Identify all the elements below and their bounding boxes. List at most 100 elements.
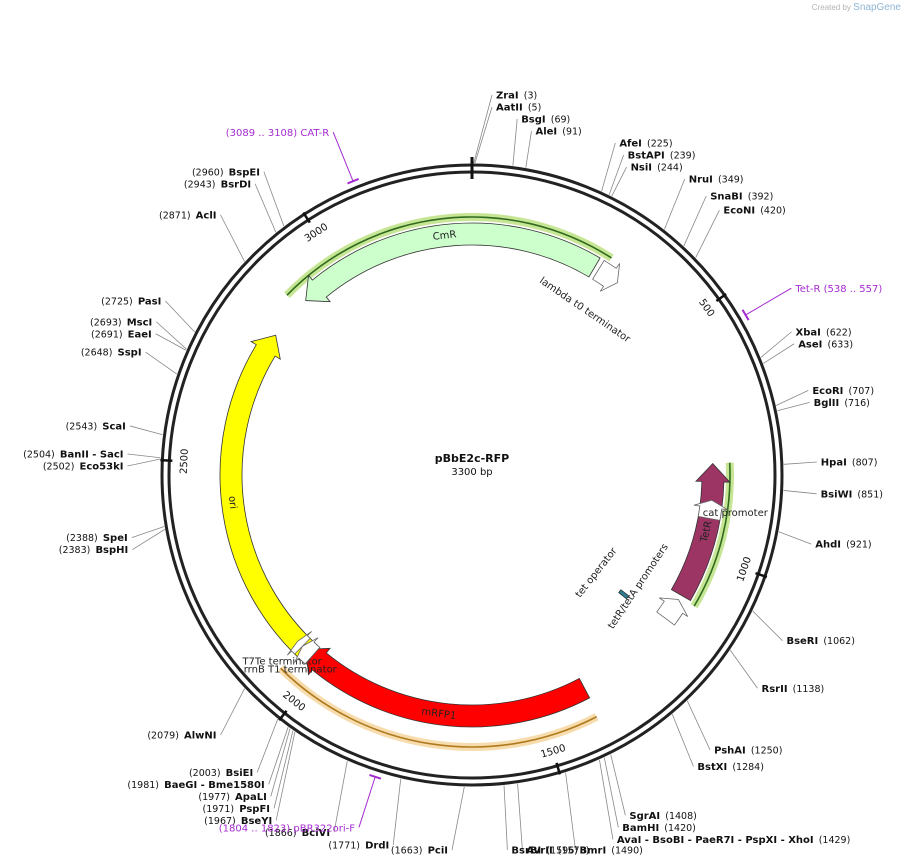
site-label: (2388) SpeI bbox=[66, 526, 128, 545]
site-eaei[interactable]: (2691) EaeI bbox=[91, 322, 187, 351]
site-bseri[interactable]: BseRI (1062) bbox=[752, 610, 855, 648]
site-label: NruI (349) bbox=[689, 168, 744, 187]
site-leader-line bbox=[268, 726, 289, 785]
site-leader-line bbox=[752, 610, 783, 641]
site-zrai[interactable]: ZraI (3) bbox=[473, 84, 537, 164]
tet-operator-label: tet operator bbox=[574, 545, 620, 600]
site-sspi[interactable]: (2648) SspI bbox=[81, 341, 178, 375]
site-label: BsiWI (851) bbox=[821, 482, 883, 501]
site-name: BsrBI bbox=[511, 846, 541, 857]
site-position: (244) bbox=[657, 163, 683, 174]
site-label: EcoNI (420) bbox=[723, 199, 785, 218]
primer-pbr322ori-f[interactable]: (1804 .. 1823) pBR322ori-F bbox=[219, 774, 382, 834]
site-bamhi[interactable]: BamHI (1420) bbox=[603, 757, 696, 835]
site-position: (1981) bbox=[127, 780, 159, 791]
site-position: (1771) bbox=[328, 840, 360, 851]
site-drdi[interactable]: (1771) DrdI bbox=[328, 778, 402, 853]
site-bsgi[interactable]: BsgI (69) bbox=[512, 108, 570, 166]
site-label: EcoRI (707) bbox=[812, 379, 874, 398]
site-alei[interactable]: AleI (91) bbox=[525, 120, 582, 168]
site-leader-line bbox=[273, 730, 294, 809]
site-bsiwi[interactable]: BsiWI (851) bbox=[783, 482, 883, 501]
site-bspei[interactable]: (2960) BspEI bbox=[192, 160, 285, 227]
site-name: AleI bbox=[535, 127, 557, 138]
site-bcivi[interactable]: (1866) BciVI bbox=[265, 760, 348, 840]
primer-tet-r[interactable]: Tet-R (538 .. 557) bbox=[741, 284, 883, 321]
site-msci[interactable]: (2693) MscI bbox=[90, 310, 187, 350]
site-label: ZraI (3) bbox=[496, 84, 537, 103]
site-apali[interactable]: (1977) ApaLI bbox=[198, 728, 291, 803]
site-afei[interactable]: AfeI (225) bbox=[601, 132, 673, 192]
site-snabi[interactable]: SnaBI (392) bbox=[683, 185, 773, 247]
site-pshai[interactable]: PshAI (1250) bbox=[686, 700, 782, 758]
site-banii-saci[interactable]: (2504) BanII - SacI bbox=[23, 443, 161, 462]
site-hpai[interactable]: HpaI (807) bbox=[783, 450, 878, 469]
site-bseyi[interactable]: (1967) BseYI bbox=[204, 731, 296, 828]
site-bstxi[interactable]: BstXI (1284) bbox=[671, 714, 764, 774]
site-aatii[interactable]: AatII (5) bbox=[474, 96, 541, 164]
site-bsrbi[interactable]: BsrBI (1596) bbox=[503, 785, 578, 857]
site-asei[interactable]: AseI (633) bbox=[763, 332, 853, 364]
site-label: NsiI (244) bbox=[631, 156, 683, 175]
site-position: (2079) bbox=[147, 731, 179, 742]
site-label: (2725) PasI bbox=[101, 289, 161, 308]
site-rsrii[interactable]: RsrII (1138) bbox=[729, 649, 825, 696]
site-leader-line bbox=[603, 757, 619, 828]
site-label: AvrII (1573) bbox=[526, 839, 589, 858]
site-ahdi[interactable]: AhdI (921) bbox=[778, 531, 872, 552]
site-leader-line bbox=[473, 94, 493, 164]
site-spei[interactable]: (2388) SpeI bbox=[66, 526, 165, 545]
site-name: MscI bbox=[127, 317, 153, 328]
site-position: (2725) bbox=[101, 296, 133, 307]
site-ecori[interactable]: EcoRI (707) bbox=[775, 379, 874, 406]
site-xbai[interactable]: XbaI (622) bbox=[760, 320, 852, 358]
site-pcii[interactable]: (1663) PciI bbox=[391, 786, 465, 858]
site-position: (225) bbox=[647, 139, 673, 150]
site-name: SpeI bbox=[103, 533, 128, 544]
site-leader-line bbox=[517, 783, 523, 851]
site-bsphi[interactable]: (2383) BspHI bbox=[59, 529, 165, 557]
site-scai[interactable]: (2543) ScaI bbox=[66, 414, 163, 436]
site-bmri[interactable]: BmrI (1490) bbox=[565, 772, 643, 858]
site-eco53ki[interactable]: (2502) Eco53kI bbox=[43, 455, 161, 474]
site-bglii[interactable]: BglII (716) bbox=[777, 391, 870, 412]
site-bsiei[interactable]: (2003) BsiEI bbox=[189, 718, 279, 780]
site-leader-line bbox=[132, 529, 165, 550]
site-leader-line bbox=[611, 166, 627, 197]
site-bsrdi[interactable]: (2943) BsrDI bbox=[184, 172, 277, 233]
lambda-t0-terminator-label: lambda t0 terminator bbox=[537, 276, 632, 346]
site-label: RsrII (1138) bbox=[762, 677, 825, 696]
site-bstapi[interactable]: BstAPI (239) bbox=[608, 144, 695, 195]
site-label: XbaI (622) bbox=[796, 320, 852, 339]
tetr-label: TetR bbox=[699, 520, 715, 544]
site-label: (1771) DrdI bbox=[328, 833, 389, 852]
site-label: (2502) Eco53kI bbox=[43, 455, 124, 474]
site-acli[interactable]: (2871) AclI bbox=[159, 203, 245, 262]
site-baegi-bme1580i[interactable]: (1981) BaeGI - Bme1580I bbox=[127, 726, 289, 792]
site-alwni[interactable]: (2079) AlwNI bbox=[147, 688, 245, 743]
site-leader-line bbox=[512, 118, 518, 166]
site-leader-line bbox=[763, 343, 795, 364]
site-position: (2543) bbox=[66, 421, 98, 432]
site-nsii[interactable]: NsiI (244) bbox=[611, 156, 683, 197]
site-pspfi[interactable]: (1971) PspFI bbox=[203, 730, 294, 816]
site-avai-bsobi-paer7i-pspxi-xhoi[interactable]: AvaI - BsoBI - PaeR7I - PspXI - XhoI (14… bbox=[599, 759, 850, 847]
site-pasi[interactable]: (2725) PasI bbox=[101, 289, 195, 333]
primers: (3089 .. 3108) CAT-R Tet-R (538 .. 557) (1… bbox=[219, 128, 883, 834]
site-leader-line bbox=[156, 321, 187, 350]
site-avrii[interactable]: AvrII (1573) bbox=[517, 783, 590, 858]
site-leader-line bbox=[270, 728, 291, 797]
site-name: PasI bbox=[138, 296, 161, 307]
site-sgrai[interactable]: SgrAI (1408) bbox=[610, 754, 697, 822]
site-position: (1663) bbox=[391, 846, 423, 857]
site-name: ScaI bbox=[102, 421, 126, 432]
primer-cat-r[interactable]: (3089 .. 3108) CAT-R bbox=[226, 128, 360, 185]
site-nrui[interactable]: NruI (349) bbox=[664, 168, 744, 230]
site-leader-line bbox=[671, 714, 694, 767]
site-econi[interactable]: EcoNI (420) bbox=[695, 199, 786, 258]
site-name: BglII bbox=[814, 398, 840, 409]
primer-label: (1804 .. 1823) pBR322ori-F bbox=[219, 823, 355, 834]
site-position: (1866) bbox=[265, 828, 297, 839]
feature-highlights bbox=[277, 212, 735, 751]
